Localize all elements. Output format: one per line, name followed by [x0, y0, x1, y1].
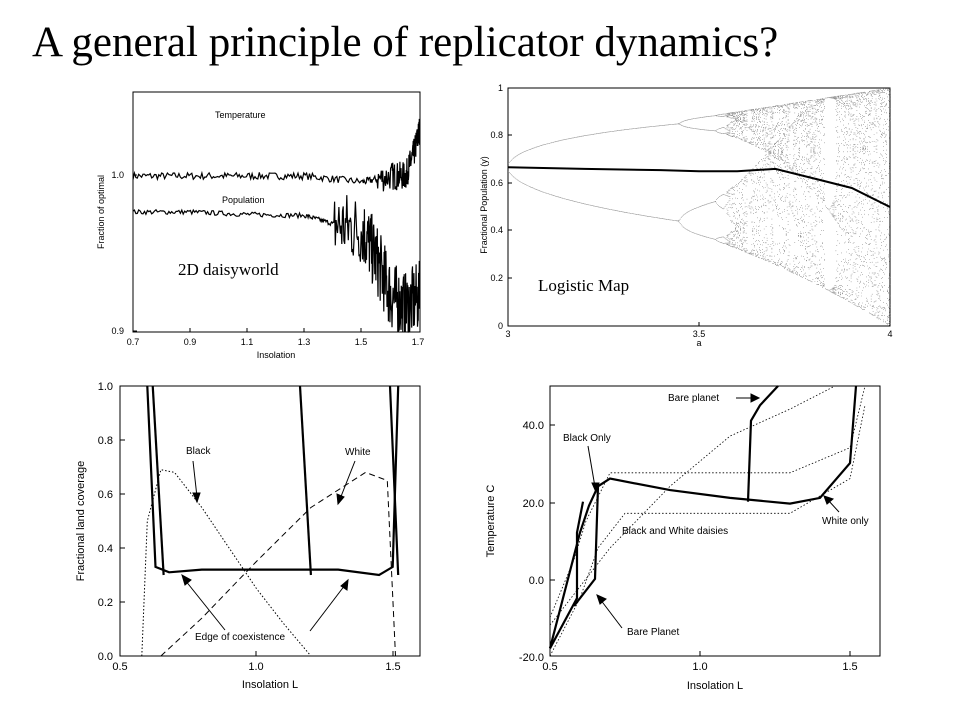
total-coverage-line — [146, 385, 400, 577]
coverage-y-axis-label: Fractional land coverage — [75, 461, 87, 581]
logistic-annotation: Logistic Map — [538, 276, 629, 295]
daisyworld-x-axis-label: Insolation — [257, 350, 296, 360]
logistic-annotation-backdrop — [530, 270, 676, 300]
logistic-ticks — [508, 134, 700, 326]
temperature-series-line — [132, 118, 421, 192]
coverage-plot-frame — [119, 385, 421, 657]
daisyworld-xtick-label: 1.7 — [412, 337, 425, 347]
mean-population-line — [507, 166, 891, 208]
coverage-ytick-label: 0.4 — [98, 543, 113, 555]
coverage-x-axis-label: Insolation L — [242, 679, 298, 691]
logistic-x-axis-label: a — [696, 338, 701, 348]
logistic-y-axis-label: Fractional Population (y) — [479, 156, 489, 254]
population-series-line — [132, 195, 421, 333]
bifurcation-points — [508, 87, 891, 326]
black-and-white-label: Black and White daisies — [622, 526, 728, 537]
temperature-chart: -20.0 0.0 20.0 40.0 0.5 1.0 1.5 Insolati… — [485, 385, 881, 692]
daisyworld-ytick-label: 0.9 — [111, 326, 124, 336]
coexistence-edge-line — [298, 385, 313, 576]
daisyworld-xtick-label: 0.7 — [127, 337, 140, 347]
white-coverage-line — [160, 471, 396, 657]
black-only-label: Black Only — [563, 433, 611, 444]
black-coverage-line — [141, 469, 312, 657]
temperature-annotation-arrows — [587, 393, 840, 629]
logistic-map-chart: 0 0.2 0.4 0.6 0.8 1 3 3.5 4 a Fractional… — [479, 83, 893, 348]
coverage-series-group — [141, 385, 400, 657]
coverage-ytick-label: 0.2 — [98, 597, 113, 609]
daisyworld-ytick-label: 1.0 — [111, 170, 124, 180]
coverage-annotation-arrows — [181, 460, 356, 632]
white-label: White — [345, 447, 371, 458]
bare-planet-lower-label: Bare Planet — [627, 627, 679, 638]
daisyworld-annotation: 2D daisyworld — [178, 260, 279, 279]
daisyworld-xtick-label: 1.5 — [355, 337, 368, 347]
temperature-ytick-label: 40.0 — [523, 420, 544, 432]
temperature-xtick-label: 1.5 — [842, 661, 857, 673]
daisyworld-y-axis-label: Fraction of optimal — [96, 175, 106, 249]
coverage-ytick-label: 0.0 — [98, 651, 113, 663]
logistic-ytick-label: 0.4 — [490, 225, 503, 235]
daisyworld-xtick-label: 1.3 — [298, 337, 311, 347]
logistic-ytick-label: 0.6 — [490, 178, 503, 188]
slide-title: A general principle of replicator dynami… — [32, 19, 779, 66]
daisyworld-xtick-label: 1.1 — [241, 337, 254, 347]
logistic-xtick-label: 4 — [887, 329, 892, 339]
population-series-label: Population — [222, 195, 265, 205]
logistic-ytick-label: 0.8 — [490, 130, 503, 140]
temperature-series-group — [548, 385, 866, 657]
logistic-xtick-label: 3.5 — [693, 329, 706, 339]
temperature-ytick-label: -20.0 — [519, 652, 544, 664]
coverage-ytick-label: 0.8 — [98, 435, 113, 447]
black-label: Black — [186, 446, 211, 457]
temperature-xtick-label: 0.5 — [542, 661, 557, 673]
daisyworld-chart: 1.0 0.9 0.7 0.9 1.1 1.3 1.5 1.7 Insolati… — [96, 91, 425, 360]
temperature-envelope-line — [549, 385, 836, 626]
temperature-envelope-line — [549, 405, 866, 657]
bare-planet-transition-line — [573, 486, 600, 607]
logistic-xtick-label: 3 — [505, 329, 510, 339]
bare-planet-upper-label: Bare planet — [668, 393, 719, 404]
temperature-ticks — [550, 424, 851, 656]
temperature-ytick-label: 0.0 — [529, 575, 544, 587]
temperature-xtick-label: 1.0 — [692, 661, 707, 673]
daisyworld-plot-frame — [132, 91, 421, 333]
temperature-main-line — [548, 385, 858, 649]
daisyworld-xtick-label: 0.9 — [184, 337, 197, 347]
temperature-ytick-label: 20.0 — [523, 498, 544, 510]
coexistence-edge-line — [388, 385, 400, 576]
temperature-x-axis-label: Insolation L — [687, 680, 743, 692]
daisyworld-series-group — [132, 118, 421, 333]
logistic-ytick-label: 0.2 — [490, 273, 503, 283]
temperature-series-label: Temperature — [215, 110, 266, 120]
coverage-xtick-label: 1.0 — [248, 661, 263, 673]
coverage-ytick-label: 0.6 — [98, 489, 113, 501]
temperature-y-axis-label: Temperature C — [485, 485, 497, 558]
logistic-ytick-label: 0 — [498, 321, 503, 331]
coexistence-edge-line — [151, 385, 165, 576]
bare-planet-transition-line — [549, 501, 585, 649]
coverage-xtick-label: 1.5 — [385, 661, 400, 673]
logistic-ytick-label: 1 — [498, 83, 503, 93]
coverage-xtick-label: 0.5 — [112, 661, 127, 673]
coverage-ticks — [120, 439, 394, 656]
coverage-chart: 0.0 0.2 0.4 0.6 0.8 1.0 0.5 1.0 1.5 Inso… — [75, 381, 421, 691]
white-only-label: White only — [822, 516, 869, 527]
coverage-ytick-label: 1.0 — [98, 381, 113, 393]
temperature-plot-frame — [549, 385, 881, 657]
edge-of-coexistence-label: Edge of coexistence — [195, 632, 285, 643]
bare-planet-transition-line — [746, 385, 779, 502]
logistic-series-group — [507, 87, 891, 326]
